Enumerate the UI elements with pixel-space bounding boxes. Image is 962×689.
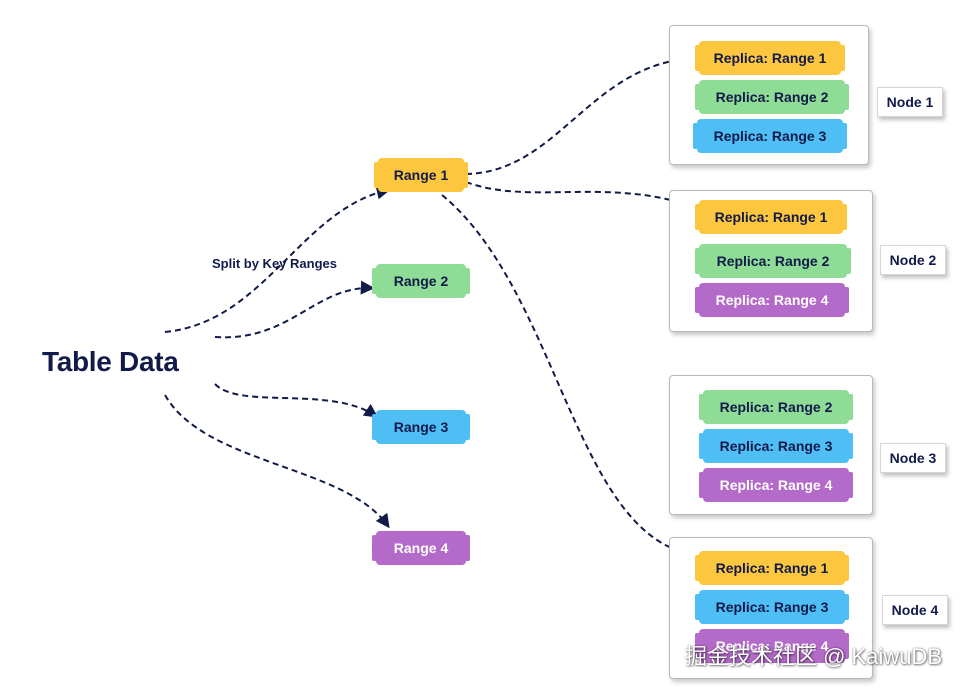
- split-by-key-ranges-label: Split by Key Ranges: [212, 256, 337, 271]
- node-3-replica-1: Replica: Range 2: [699, 390, 853, 424]
- node-3-replica-3: Replica: Range 4: [699, 468, 853, 502]
- arrow-range-1-to-node-1: [465, 51, 700, 175]
- node-3-label: Node 3: [880, 443, 946, 473]
- node-1-replica-3: Replica: Range 3: [693, 119, 847, 153]
- table-data-title: Table Data: [42, 346, 179, 377]
- node-4-replica-1: Replica: Range 1: [695, 551, 849, 585]
- arrow-table-to-range-4: [164, 394, 390, 529]
- node-1-replica-1-label: Replica: Range 1: [713, 50, 827, 66]
- node-3-replica-3-label: Replica: Range 4: [719, 477, 833, 493]
- node-1-replica-2-label: Replica: Range 2: [715, 89, 829, 105]
- node-4-label: Node 4: [882, 595, 948, 625]
- node-4-replica-1-label: Replica: Range 1: [715, 560, 829, 576]
- range-4-label: Range 4: [393, 540, 449, 556]
- range-4-pill: Range 4: [372, 531, 470, 565]
- node-2-label: Node 2: [880, 245, 946, 275]
- range-1-pill: Range 1: [374, 158, 468, 192]
- arrow-range-1-to-node-4: [441, 194, 700, 561]
- node-2-replica-1-label: Replica: Range 1: [714, 209, 828, 225]
- range-2-pill: Range 2: [372, 264, 470, 298]
- node-2-replica-1: Replica: Range 1: [695, 200, 847, 234]
- arrow-table-to-range-1: [164, 185, 391, 333]
- range-1-label: Range 1: [393, 167, 449, 183]
- node-2-replica-2-label: Replica: Range 2: [716, 253, 830, 269]
- site-watermark: 掘金技术社区 @ KaiwuDB: [684, 644, 942, 669]
- range-3-label: Range 3: [393, 419, 449, 435]
- node-3-replica-1-label: Replica: Range 2: [719, 399, 833, 415]
- range-2-label: Range 2: [393, 273, 449, 289]
- node-3-replica-2: Replica: Range 3: [699, 429, 853, 463]
- node-4-replica-2-label: Replica: Range 3: [715, 599, 829, 615]
- node-3-replica-2-label: Replica: Range 3: [719, 438, 833, 454]
- node-4-replica-3-label: Replica: Range 4: [715, 638, 829, 654]
- arrow-range-1-to-node-2: [465, 181, 700, 211]
- node-1-replica-1: Replica: Range 1: [695, 41, 845, 75]
- node-2-replica-3: Replica: Range 4: [695, 283, 849, 317]
- node-1-label: Node 1: [877, 87, 943, 117]
- node-2-replica-3-label: Replica: Range 4: [715, 292, 829, 308]
- arrow-table-to-range-3: [214, 383, 379, 418]
- node-1-replica-3-label: Replica: Range 3: [713, 128, 827, 144]
- node-4-replica-3: Replica: Range 4: [695, 629, 849, 663]
- node-4-replica-2: Replica: Range 3: [695, 590, 849, 624]
- arrow-table-to-range-2: [214, 280, 375, 339]
- range-3-pill: Range 3: [372, 410, 470, 444]
- node-1-replica-2: Replica: Range 2: [695, 80, 849, 114]
- node-2-replica-2: Replica: Range 2: [695, 244, 851, 278]
